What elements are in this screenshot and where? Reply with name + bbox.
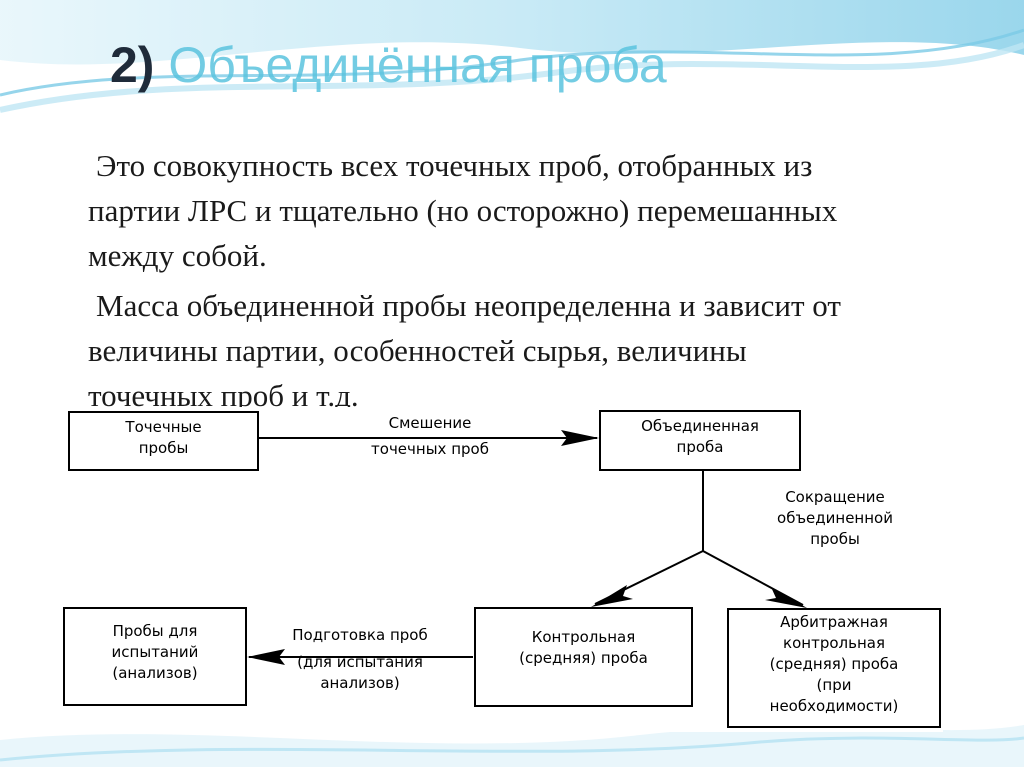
- box-arbitration-sample: Арбитражная контрольная (средняя) проба …: [727, 608, 941, 728]
- box-control-sample: Контрольная (средняя) проба: [474, 607, 693, 707]
- label-mixing: Смешение точечных проб: [345, 413, 515, 460]
- label-reduction-line-3: пробы: [810, 530, 860, 548]
- label-preparation-line-2: (для испытания: [297, 653, 423, 671]
- box-point-line-1: Точечные: [125, 418, 202, 436]
- sampling-flow-diagram: Точечные пробы Объединенная проба Пробы …: [55, 407, 943, 732]
- mass-paragraph: Масса объединенной пробы неопределенна и…: [88, 288, 841, 413]
- label-preparation: Подготовка проб (для испытания анализов): [265, 625, 455, 694]
- title-number: 2): [110, 37, 155, 93]
- box-arbitration-line-5: необходимости): [769, 697, 899, 715]
- box-combined-line-1: Объединенная: [641, 417, 759, 435]
- slide-title: 2) Объединённая проба: [110, 30, 667, 100]
- label-preparation-line-3: анализов): [320, 674, 400, 692]
- title-text: Объединённая проба: [168, 37, 667, 93]
- label-reduction: Сокращение объединенной пробы: [745, 487, 925, 550]
- box-testing-line-2: испытаний: [111, 643, 199, 661]
- box-arbitration-line-2: контрольная: [783, 634, 885, 652]
- box-testing-samples: Пробы для испытаний (анализов): [63, 607, 247, 706]
- box-point-samples: Точечные пробы: [68, 411, 259, 471]
- definition-paragraph: Это совокупность всех точечных проб, ото…: [88, 148, 838, 273]
- label-mixing-line-2: точечных проб: [371, 440, 489, 458]
- box-combined-sample: Объединенная проба: [599, 410, 801, 471]
- box-control-line-2: (средняя) проба: [519, 649, 648, 667]
- box-point-line-2: пробы: [138, 439, 189, 457]
- label-reduction-line-2: объединенной: [777, 509, 893, 527]
- box-arbitration-line-1: Арбитражная: [780, 613, 888, 631]
- box-testing-line-1: Пробы для: [112, 622, 198, 640]
- box-arbitration-line-3: (средняя) проба: [769, 655, 899, 673]
- label-mixing-line-1: Смешение: [388, 414, 472, 432]
- box-control-line-1: Контрольная: [531, 628, 636, 646]
- label-reduction-line-1: Сокращение: [785, 488, 885, 506]
- diagram-arrows: [247, 430, 807, 665]
- box-arbitration-line-4: (при: [816, 676, 852, 694]
- box-combined-line-2: проба: [676, 438, 724, 456]
- label-preparation-line-1: Подготовка проб: [292, 626, 428, 644]
- box-testing-line-3: (анализов): [112, 664, 198, 682]
